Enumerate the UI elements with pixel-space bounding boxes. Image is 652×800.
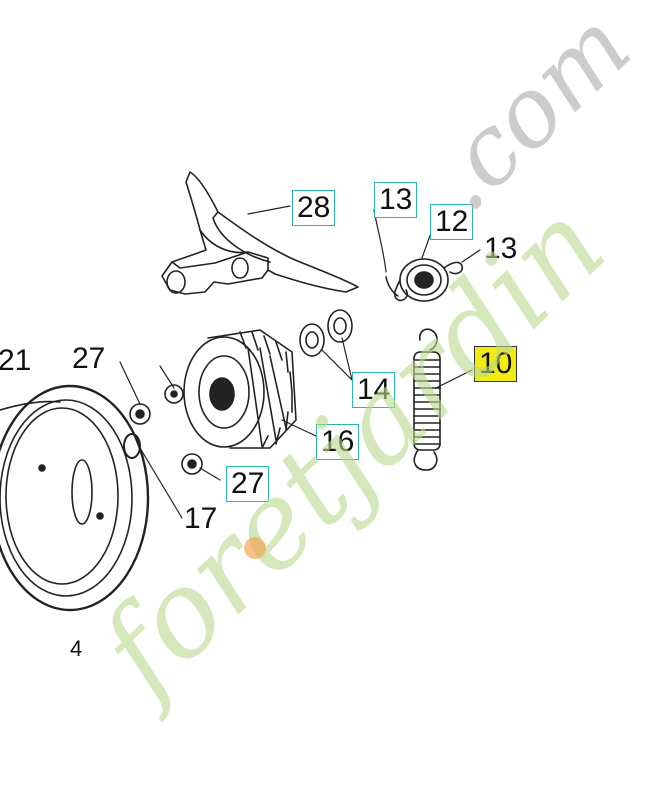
nut-part [181,453,203,475]
washers-part [299,309,353,357]
callout-16: 16 [316,424,360,460]
nut-part [164,384,184,404]
callout-27-upper: 27 [72,342,106,375]
wheel-part [0,384,150,612]
callout-12: 12 [430,204,474,240]
callout-27-lower: 27 [226,466,270,502]
spring-hub-part [385,258,464,302]
leader-lines [119,205,481,519]
extension-spring-part [413,328,441,471]
callout-10-highlighted: 10 [474,346,518,382]
callout-13-right: 13 [484,232,518,265]
callout-28: 28 [292,190,336,226]
drive-gear-part [183,329,297,449]
callout-21: 21 [0,344,32,377]
lever-bracket-part [161,171,359,295]
callout-14: 14 [352,372,396,408]
callout-17: 17 [184,502,218,535]
o-ring-part [123,433,141,459]
callout-13-upper: 13 [374,182,418,218]
callout-4: 4 [70,636,83,661]
